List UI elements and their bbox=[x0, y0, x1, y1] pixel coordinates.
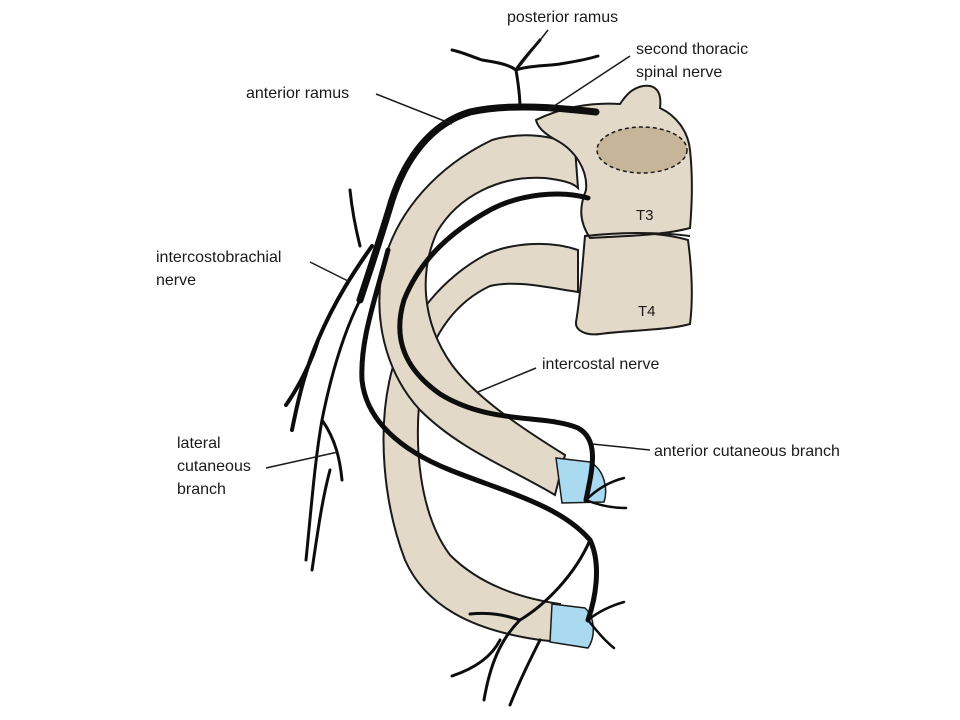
label-intercostobrachial-nerve: intercostobrachial nerve bbox=[156, 249, 282, 289]
costal-cartilage-lower bbox=[549, 603, 594, 649]
leader-lateral-cutaneous bbox=[265, 451, 339, 469]
lateral-cutaneous-branch-nerve bbox=[304, 188, 362, 572]
leader-anterior-ramus bbox=[375, 93, 453, 125]
label-lateral-cutaneous-branch: lateral cutaneous branch bbox=[177, 435, 251, 498]
nerves bbox=[284, 38, 628, 707]
label-anterior-cutaneous-branch: anterior cutaneous branch bbox=[654, 443, 840, 460]
leader-second-thoracic bbox=[547, 55, 631, 111]
label-anterior-ramus: anterior ramus bbox=[246, 85, 350, 102]
posterior-ramus-nerve bbox=[450, 38, 600, 110]
leader-intercostal bbox=[477, 367, 537, 393]
anterior-cutaneous-branch-nerve bbox=[584, 476, 628, 650]
label-posterior-ramus: posterior ramus bbox=[507, 9, 619, 26]
vertebra-label-t4: T4 bbox=[638, 303, 656, 320]
anterior-ramus-nerve bbox=[356, 103, 600, 304]
leader-intercostobrachial bbox=[309, 261, 351, 283]
leader-posterior-ramus bbox=[519, 29, 549, 67]
label-second-thoracic-spinal-nerve: second thoracic spinal nerve bbox=[636, 41, 749, 81]
vertebral-body-surface bbox=[596, 126, 688, 174]
intervertebral-disc bbox=[585, 232, 691, 237]
costal-cartilage-upper bbox=[555, 457, 607, 504]
leader-lines bbox=[265, 29, 651, 469]
intercostal-nerve-lower bbox=[359, 247, 599, 623]
lower-nerve-branches bbox=[450, 538, 592, 707]
intercostal-nerve-upper bbox=[397, 191, 595, 503]
label-intercostal-nerve: intercostal nerve bbox=[542, 356, 660, 373]
intercostobrachial-nerve bbox=[284, 244, 374, 432]
leader-anterior-cutaneous bbox=[591, 443, 651, 451]
vertebra-t4 bbox=[574, 231, 693, 336]
vertebra-label-t3: T3 bbox=[636, 207, 654, 224]
rib-upper bbox=[378, 134, 580, 497]
